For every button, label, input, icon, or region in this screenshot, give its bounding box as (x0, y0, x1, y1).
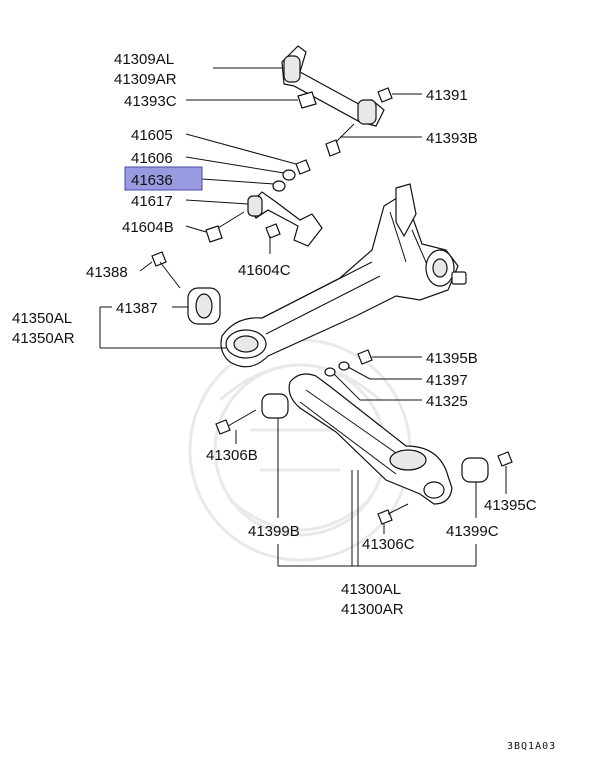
label-41636[interactable]: 41636 (131, 172, 173, 189)
label-41606[interactable]: 41606 (131, 150, 173, 167)
label-41617[interactable]: 41617 (131, 193, 173, 210)
label-41391[interactable]: 41391 (426, 87, 468, 104)
label-41395c[interactable]: 41395C (484, 497, 537, 514)
label-41399b[interactable]: 41399B (248, 523, 300, 540)
label-41350al[interactable]: 41350AL (12, 310, 72, 327)
label-41399c[interactable]: 41399C (446, 523, 499, 540)
upper-link-assembly (281, 45, 393, 157)
label-41393c[interactable]: 41393C (124, 93, 177, 110)
label-41300al[interactable]: 41300AL (341, 581, 401, 598)
label-41306b[interactable]: 41306B (206, 447, 258, 464)
label-41309al[interactable]: 41309AL (114, 51, 174, 68)
label-41387[interactable]: 41387 (116, 300, 158, 317)
lower-arm-assembly (215, 349, 513, 525)
label-41393b[interactable]: 41393B (426, 130, 478, 147)
label-41395b[interactable]: 41395B (426, 350, 478, 367)
trailing-arm-assembly (151, 183, 467, 368)
label-41604b[interactable]: 41604B (122, 219, 174, 236)
label-41388[interactable]: 41388 (86, 264, 128, 281)
diagram-code: 3BQ1A03 (507, 741, 556, 752)
label-41325[interactable]: 41325 (426, 393, 468, 410)
label-41397[interactable]: 41397 (426, 372, 468, 389)
label-41306c[interactable]: 41306C (362, 536, 415, 553)
highlight-box-41636 (124, 166, 203, 191)
label-41350ar[interactable]: 41350AR (12, 330, 75, 347)
label-41604c[interactable]: 41604C (238, 262, 291, 279)
label-41309ar[interactable]: 41309AR (114, 71, 177, 88)
leader-lines (99, 67, 507, 567)
toe-link-assembly (205, 159, 323, 247)
label-41605[interactable]: 41605 (131, 127, 173, 144)
label-41300ar[interactable]: 41300AR (341, 601, 404, 618)
part-labels: 41309AL 41309AR 41393C 41391 41605 41393… (12, 51, 537, 618)
